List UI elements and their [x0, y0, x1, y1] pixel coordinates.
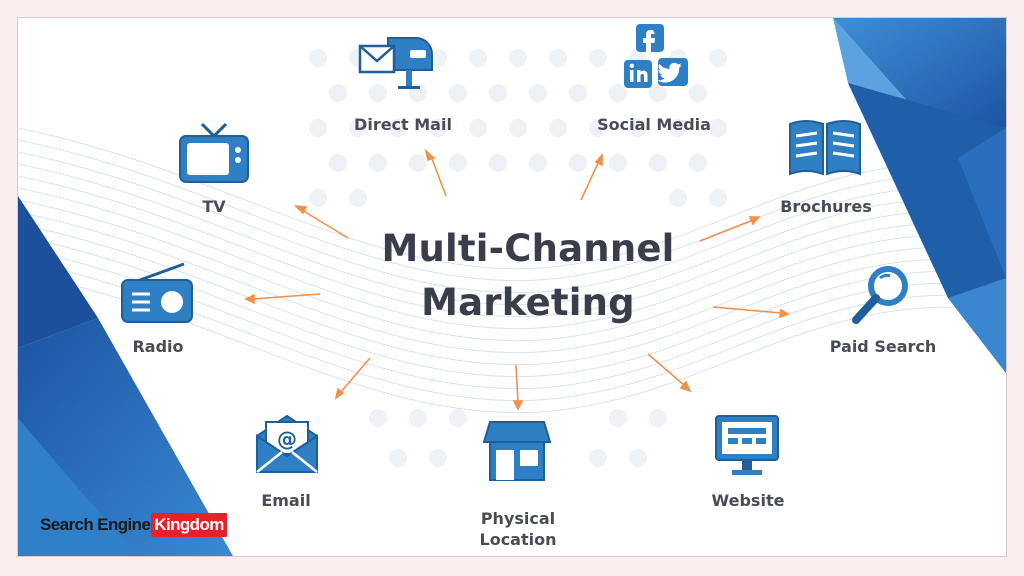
logo-highlight: Kingdom [151, 513, 227, 537]
channel-physical-location: Physical Location [454, 508, 582, 550]
dot-pattern [309, 49, 727, 467]
email-label: Email [261, 491, 311, 510]
email-icon: @ [256, 414, 318, 473]
arrows [244, 148, 790, 411]
right-corner-shapes [833, 18, 1006, 373]
brochures-label: Brochures [780, 197, 872, 216]
tv-icon [179, 122, 249, 183]
title-line-2: Marketing [421, 281, 635, 324]
channel-website: Website [688, 490, 808, 511]
magnifier-icon [852, 266, 908, 324]
channel-direct-mail: Direct Mail [338, 114, 468, 135]
tv-label: TV [202, 197, 226, 216]
website-label: Website [711, 491, 785, 510]
paid-search-label: Paid Search [829, 337, 937, 356]
store-icon [482, 421, 552, 481]
logo-text: Search Engine [40, 515, 151, 534]
left-corner-shapes [18, 196, 233, 556]
physical-location-label-line-2: Location [479, 530, 557, 549]
mailbox-icon [358, 37, 433, 89]
channel-paid-search: Paid Search [818, 336, 948, 357]
social-media-label: Social Media [597, 115, 711, 134]
radio-label: Radio [132, 337, 184, 356]
diagram-canvas: Multi-Channel Marketing Direct Mail Soci… [18, 18, 1006, 556]
channel-brochures: Brochures [758, 196, 894, 217]
radio-icon [121, 262, 193, 323]
channel-tv: TV [184, 196, 244, 217]
brochure-icon [789, 120, 861, 176]
channel-social-media: Social Media [586, 114, 722, 135]
channel-radio: Radio [118, 336, 198, 357]
channel-email: Email [240, 490, 332, 511]
title-line-1: Multi-Channel [381, 227, 675, 270]
svg-text:@: @ [277, 427, 297, 451]
physical-location-label-line-1: Physical [480, 509, 556, 528]
monitor-icon [715, 415, 779, 475]
direct-mail-label: Direct Mail [354, 115, 452, 134]
background-decoration [18, 18, 1006, 556]
social-media-icon [624, 24, 688, 88]
diagram-title: Multi-Channel Marketing [318, 222, 738, 330]
